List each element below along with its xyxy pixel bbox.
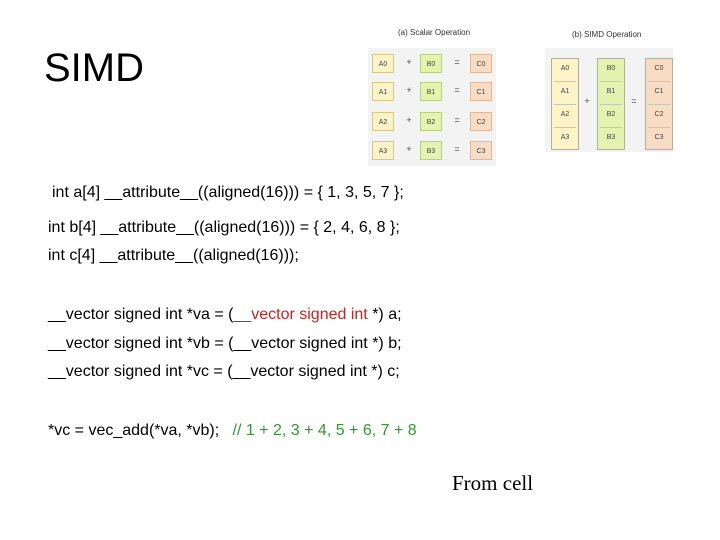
scalar-c-cell: C3 [470,141,492,160]
scalar-a-cell: A0 [372,54,394,73]
scalar-a-cell: A1 [372,82,394,101]
simd-c-cell: C1 [654,88,664,95]
simd-b-cell: B3 [606,134,616,141]
equals-sign: = [631,96,637,106]
simd-c-cell: C0 [654,65,664,72]
simd-a-cell: A0 [560,65,570,72]
simd-caption: (b) SIMD Operation [572,30,642,39]
equals-sign: = [454,57,460,67]
code-line-1: int a[4] __attribute__((aligned(16))) = … [52,184,404,201]
scalar-a-cell: A2 [372,112,394,131]
simd-a-cell: A2 [560,111,570,118]
scalar-b-cell: B1 [420,82,442,101]
equals-sign: = [454,144,460,154]
code-line-2: int b[4] __attribute__((aligned(16))) = … [48,219,400,236]
code-comment: // 1 + 2, 3 + 4, 5 + 6, 7 + 8 [232,422,417,439]
code-text: __vector signed int *va = ( [48,306,234,323]
code-line-7: *vc = vec_add(*va, *vb); // 1 + 2, 3 + 4… [48,421,417,441]
scalar-b-cell: B2 [420,112,442,131]
simd-c-cell: C2 [654,111,664,118]
scalar-caption: (a) Scalar Operation [398,28,471,37]
simd-a-cell: A1 [560,88,570,95]
plus-sign: + [406,85,412,95]
code-line-3: int c[4] __attribute__((aligned(16))); [48,247,299,264]
plus-sign: + [406,144,412,154]
code-text: *) a; [367,306,402,323]
simd-b-cell: B2 [606,111,616,118]
code-line-4: __vector signed int *va = (__vector sign… [48,305,402,325]
simd-vector-b [597,58,625,150]
slide-title: SIMD [44,46,144,90]
scalar-b-cell: B3 [420,141,442,160]
code-line-5: __vector signed int *vb = (__vector sign… [48,335,402,352]
equals-sign: = [454,85,460,95]
simd-b-cell: B1 [606,88,616,95]
plus-sign: + [406,115,412,125]
simd-vector-c [645,58,673,150]
simd-c-cell: C3 [654,134,664,141]
scalar-c-cell: C1 [470,82,492,101]
scalar-c-cell: C2 [470,112,492,131]
code-text: *vc = vec_add(*va, *vb); [48,422,233,439]
equals-sign: = [454,115,460,125]
plus-sign: + [406,57,412,67]
simd-vector-a [551,58,579,150]
scalar-b-cell: B0 [420,54,442,73]
highlighted-type: __vector signed int [233,306,368,323]
scalar-c-cell: C0 [470,54,492,73]
simd-b-cell: B0 [606,65,616,72]
plus-sign: + [584,96,590,106]
code-line-6: __vector signed int *vc = (__vector sign… [48,363,400,380]
scalar-a-cell: A3 [372,141,394,160]
source-note: From cell [452,471,534,495]
simd-a-cell: A3 [560,134,570,141]
